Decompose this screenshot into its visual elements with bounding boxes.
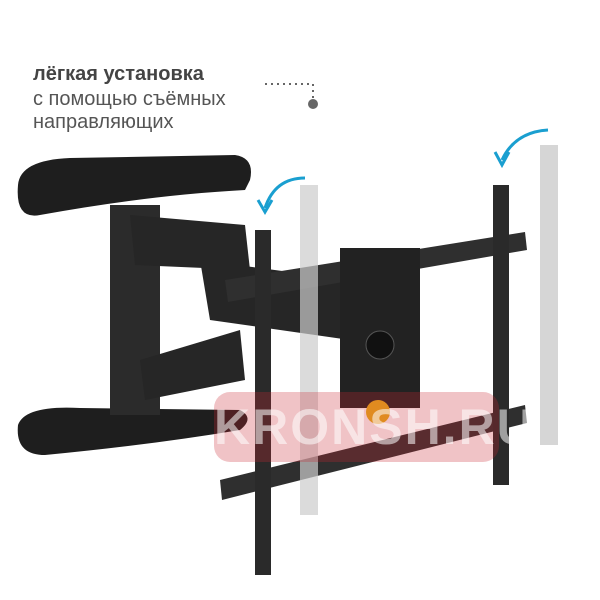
curved-arrow-icon bbox=[256, 128, 549, 215]
center-plate bbox=[340, 248, 420, 408]
caption-line-2: с помощью съёмных bbox=[33, 88, 226, 110]
badge bbox=[366, 400, 390, 424]
dotted-leader-icon bbox=[265, 83, 318, 109]
caption-line-3: направляющих bbox=[33, 111, 174, 133]
vertical-bracket-right bbox=[493, 145, 558, 485]
watermark: KRONSH.RU bbox=[214, 392, 533, 462]
vertical-bracket-left bbox=[255, 185, 318, 575]
caption-title: лёгкая установка bbox=[33, 63, 204, 85]
